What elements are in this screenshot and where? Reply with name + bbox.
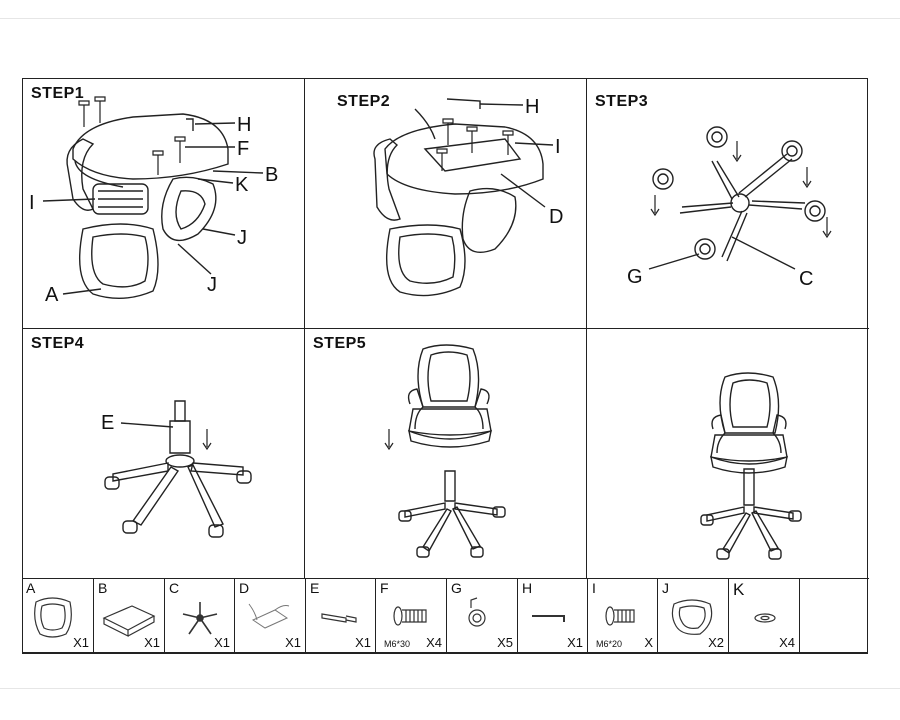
part-letter: J [662, 580, 669, 596]
step2-label: H [525, 96, 539, 118]
parts-bottom-border [22, 652, 868, 654]
part-letter: D [239, 580, 250, 596]
part-c: C X1 [165, 578, 235, 652]
part-letter: A [26, 580, 36, 596]
part-letter: G [451, 580, 462, 596]
step4-label: E [101, 412, 114, 434]
step2-panel: STEP2 H I D [305, 79, 587, 329]
part-d: D X1 [235, 578, 306, 652]
step2-label: D [549, 206, 563, 228]
part-spec: M6*30 [384, 639, 411, 649]
part-qty: X1 [285, 635, 301, 650]
part-letter: I [592, 580, 596, 596]
assembly-sheet: STEP1 [22, 78, 869, 653]
gas-lift-icon [306, 578, 376, 652]
part-qty: X1 [214, 635, 230, 650]
step-title: STEP2 [337, 93, 391, 110]
step-title: STEP1 [31, 85, 85, 102]
part-letter: B [98, 580, 108, 596]
step3-illustration: G C [627, 79, 869, 290]
allen-key-icon [518, 578, 588, 652]
step2-illustration: H I D [305, 96, 563, 329]
step1-panel: STEP1 [23, 79, 305, 329]
part-letter: F [380, 580, 389, 596]
part-b: B X1 [94, 578, 165, 652]
step4-panel: STEP4 E [23, 329, 305, 579]
step-title: STEP5 [313, 335, 367, 352]
part-qty: X4 [779, 635, 795, 650]
part-k: K X4 [729, 578, 800, 652]
step1-label: I [29, 192, 35, 214]
part-a: A X1 [22, 578, 94, 652]
step1-label: J [237, 227, 247, 249]
mechanism-icon [235, 578, 306, 652]
part-qty: X1 [567, 635, 583, 650]
step1-label: B [265, 164, 278, 186]
step1-label: K [235, 174, 249, 196]
top-rule [0, 18, 900, 19]
step1-label: J [207, 274, 217, 296]
step1-illustration: H F B K I J J A [29, 79, 278, 306]
part-letter: E [310, 580, 320, 596]
part-qty: X1 [355, 635, 371, 650]
chair-back-icon [22, 578, 94, 652]
part-e: E X1 [306, 578, 376, 652]
bottom-rule [0, 688, 900, 689]
star-base-icon [165, 578, 235, 652]
part-qty: X1 [144, 635, 160, 650]
parts-list: A X1 B X1 C X1 D X1 E [22, 578, 868, 654]
part-letter: K [733, 580, 745, 599]
final-chair-illustration [587, 329, 869, 579]
part-qty: X4 [426, 635, 442, 650]
part-empty [800, 578, 868, 652]
armrest-icon [658, 578, 729, 652]
part-f: F M6*30 X4 [376, 578, 447, 652]
step1-label: A [45, 284, 59, 306]
part-qty: X1 [73, 635, 89, 650]
part-h: H X1 [518, 578, 588, 652]
step3-label: C [799, 268, 813, 290]
step1-label: H [237, 114, 251, 136]
step1-label: F [237, 138, 249, 160]
part-i: I M6*20 X [588, 578, 658, 652]
seat-cushion-icon [94, 578, 165, 652]
washer-icon [729, 578, 800, 652]
part-letter: C [169, 580, 180, 596]
step-title: STEP4 [31, 335, 85, 352]
step3-label: G [627, 266, 643, 288]
part-j: J X2 [658, 578, 729, 652]
part-letter: H [522, 580, 533, 596]
step-title: STEP3 [595, 93, 649, 110]
bolt-short-icon [588, 578, 658, 652]
step5-illustration [305, 329, 587, 579]
part-qty: X2 [708, 635, 724, 650]
part-qty: X [644, 635, 653, 650]
caster-icon [447, 578, 518, 652]
step3-panel: STEP3 G C [587, 79, 869, 329]
step4-illustration: E [101, 329, 305, 579]
part-spec: M6*20 [596, 639, 623, 649]
step2-label: I [555, 136, 561, 158]
part-g: G X5 [447, 578, 518, 652]
part-qty: X5 [497, 635, 513, 650]
bolt-long-icon [376, 578, 447, 652]
step5-panel: STEP5 [305, 329, 587, 579]
final-chair-panel [587, 329, 869, 579]
